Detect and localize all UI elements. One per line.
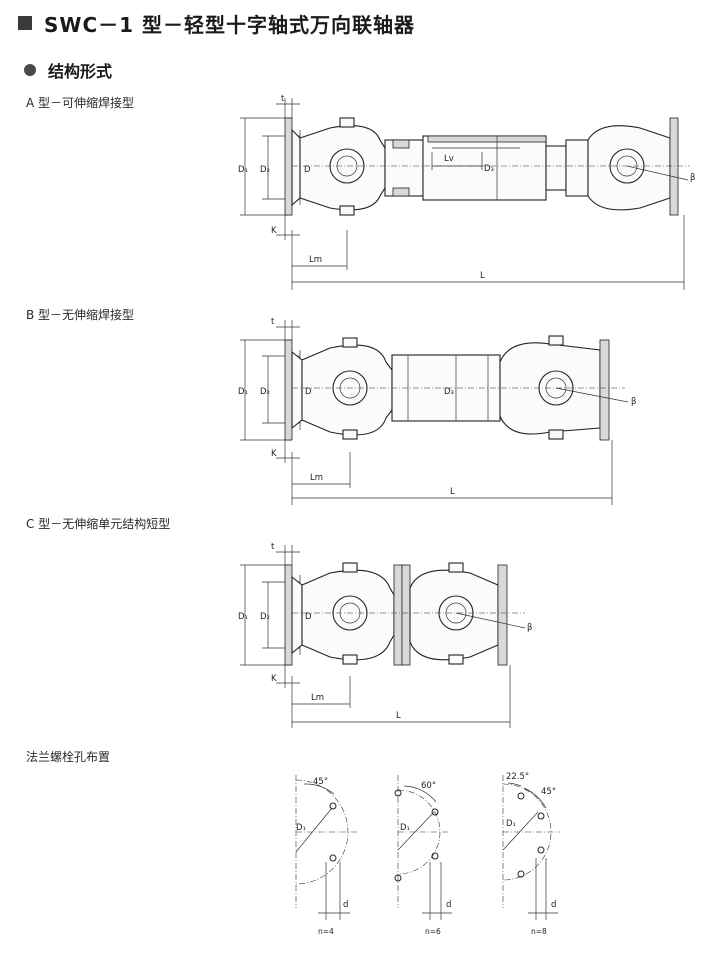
label-d1-b: D₁	[238, 387, 248, 397]
label-k-c: K	[271, 674, 277, 684]
section-heading: 结构形式	[24, 58, 112, 82]
bolt-layout-n8	[502, 775, 560, 920]
label-beta-c: β	[527, 623, 532, 633]
label-d1-n8: D₁	[506, 819, 516, 829]
caption-type-c: C 型－无伸缩单元结构短型	[26, 517, 171, 531]
label-l-a: L	[480, 271, 485, 281]
page-title: SWC－1 型－轻型十字轴式万向联轴器	[44, 12, 416, 37]
label-d-n6: d	[446, 900, 451, 910]
label-d3-b: D₃	[444, 387, 454, 397]
label-d3-a: D₃	[484, 164, 494, 174]
label-angle2-n8: 45°	[541, 787, 556, 797]
label-angle1-n8: 22.5°	[506, 772, 529, 782]
label-t-c: t	[271, 542, 275, 552]
label-l-c: L	[396, 711, 401, 721]
label-lm-c: Lm	[311, 693, 324, 703]
label-n4: n=4	[318, 927, 334, 936]
section-title: 结构形式	[48, 62, 113, 81]
label-d1-n6: D₁	[400, 823, 410, 833]
caption-type-b: B 型－无伸缩焊接型	[26, 308, 135, 322]
label-d2-c: D₂	[260, 612, 270, 622]
label-k-b: K	[271, 449, 277, 459]
label-d-b: D	[305, 387, 312, 397]
label-d-n8: d	[551, 900, 556, 910]
label-lm-b: Lm	[310, 473, 323, 483]
label-d-n4: d	[343, 900, 348, 910]
bullet-icon	[24, 64, 36, 76]
label-angle-n6: 60°	[421, 781, 436, 791]
drawing-type-b	[240, 320, 629, 505]
label-d1-c: D₁	[238, 612, 248, 622]
label-beta-b: β	[631, 397, 636, 407]
label-n8: n=8	[531, 927, 547, 936]
label-d1-n4: D₁	[296, 823, 306, 833]
label-d2-a: D₂	[260, 165, 270, 175]
label-d-c: D	[305, 612, 312, 622]
drawing-type-a	[240, 98, 690, 290]
label-t-b: t	[271, 317, 275, 327]
label-d2-b: D₂	[260, 387, 270, 397]
drawing-type-c	[240, 545, 526, 728]
label-lm-a: Lm	[309, 255, 322, 265]
label-angle-n4: 45°	[313, 777, 328, 787]
label-k-a: K	[271, 226, 277, 236]
header: SWC－1 型－轻型十字轴式万向联轴器	[18, 12, 415, 37]
label-n6: n=6	[425, 927, 441, 936]
bolt-layout-n6	[394, 775, 452, 920]
title-square-icon	[18, 16, 32, 30]
label-l-b: L	[450, 487, 455, 497]
label-d1-a: D₁	[238, 165, 248, 175]
caption-bolt-layout: 法兰螺栓孔布置	[26, 750, 111, 764]
bolt-layout-n4	[295, 775, 358, 920]
label-d-a: D	[304, 165, 311, 175]
caption-type-a: A 型－可伸缩焊接型	[26, 96, 135, 110]
label-beta-a: β	[690, 173, 695, 183]
label-lv-a: Lv	[444, 154, 454, 164]
label-t-a: t	[281, 94, 285, 104]
